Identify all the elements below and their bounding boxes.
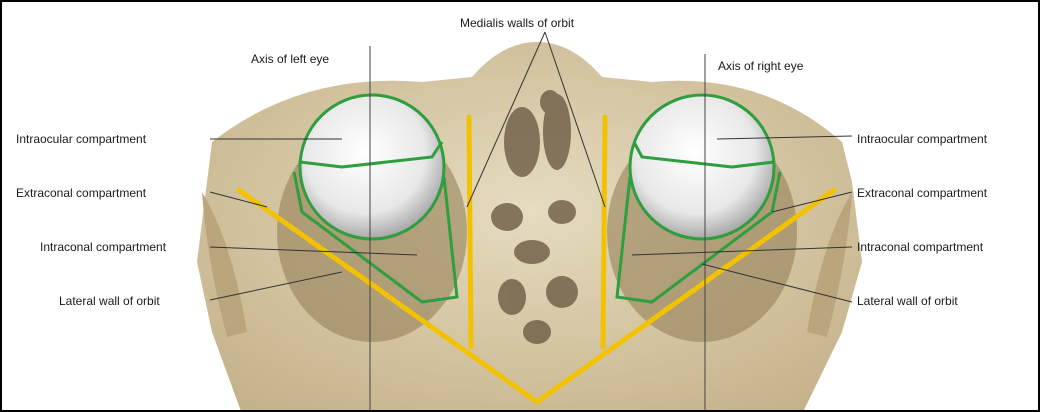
label-axis-left-eye: Axis of left eye	[251, 52, 329, 66]
label-right-extraconal: Extraconal compartment	[857, 186, 987, 200]
label-axis-right-eye: Axis of right eye	[718, 59, 803, 73]
label-left-lateral-wall: Lateral wall of orbit	[59, 294, 160, 308]
label-left-intraocular: Intraocular compartment	[16, 132, 146, 146]
label-medialis-walls: Medialis walls of orbit	[460, 16, 574, 30]
label-right-intraconal: Intraconal compartment	[857, 240, 983, 254]
label-left-extraconal: Extraconal compartment	[16, 186, 146, 200]
label-left-intraconal: Intraconal compartment	[40, 240, 166, 254]
label-right-intraocular: Intraocular compartment	[857, 132, 987, 146]
label-right-lateral-wall: Lateral wall of orbit	[857, 294, 958, 308]
